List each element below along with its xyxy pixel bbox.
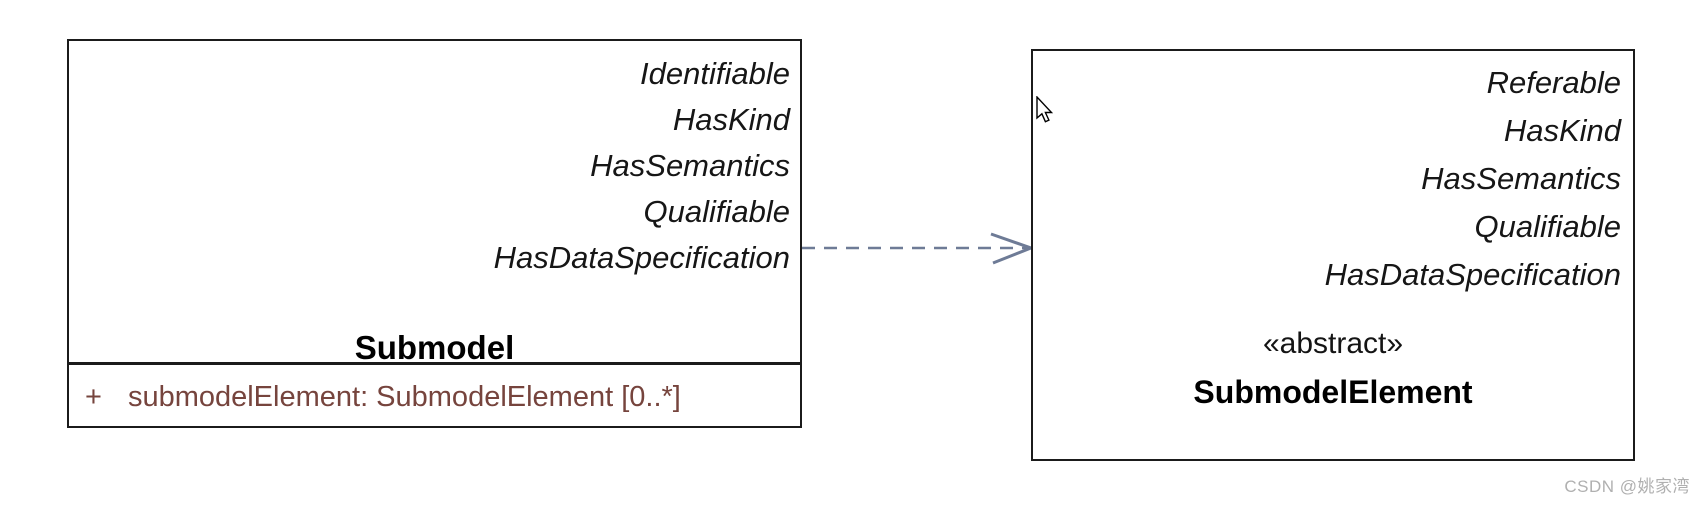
mouse-arrow-pointer-icon [1036,96,1054,123]
attribute-row: + submodelElement: SubmodelElement [0..*] [69,380,681,414]
class-name-submodelelement: SubmodelElement [1193,374,1473,410]
attribute-text: submodelElement: SubmodelElement [0..*] [127,381,681,413]
stereotype-abstract: «abstract» [1262,327,1404,360]
compartment-divider [69,362,800,365]
interface-name: Referable [1486,65,1621,100]
interface-name: HasDataSpecification [493,240,790,275]
interface-name: Identifiable [640,56,790,91]
interface-name: Qualifiable [643,194,790,229]
interface-name: HasDataSpecification [1324,257,1621,292]
class-name-submodel: Submodel [354,329,515,366]
watermark-text: CSDN @姚家湾 [1564,477,1690,496]
dependency-arrow[interactable] [790,218,1050,278]
interface-name: HasSemantics [590,148,790,183]
interface-name: HasSemantics [1421,161,1621,196]
attribute-visibility: + [85,381,102,413]
interface-name: Qualifiable [1474,209,1621,244]
interface-name: HasKind [672,102,790,137]
interface-name: HasKind [1503,113,1621,148]
